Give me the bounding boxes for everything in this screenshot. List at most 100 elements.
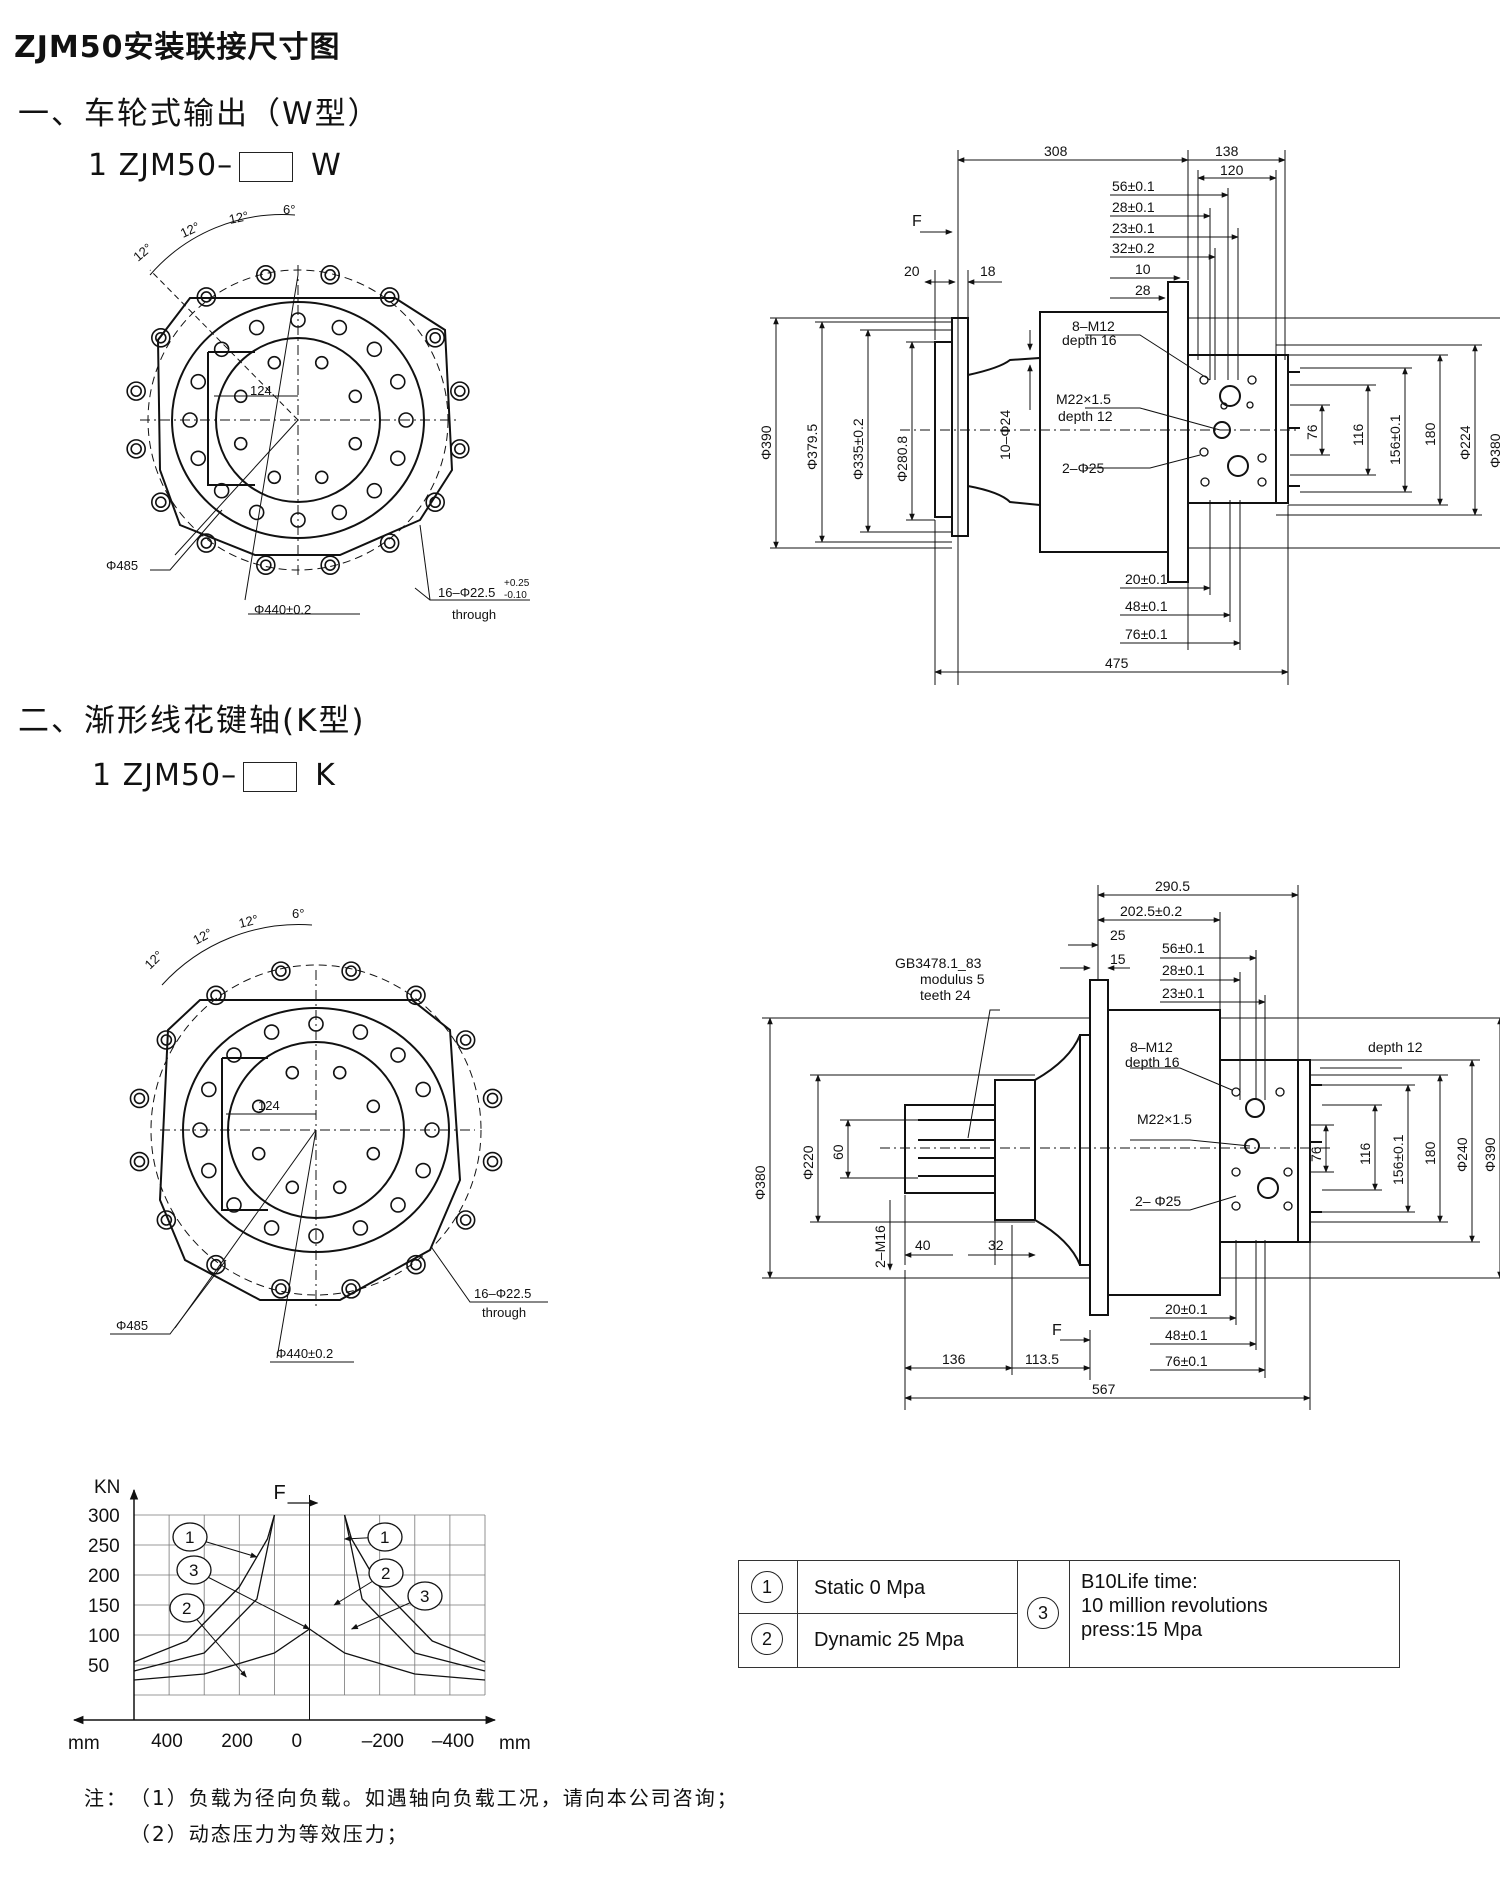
side-view-w bbox=[934, 281, 1300, 583]
dim-label: Φ390 bbox=[758, 425, 774, 460]
bolt-hole-inner bbox=[210, 1258, 222, 1271]
inner-bolt-hole bbox=[389, 373, 406, 390]
inner-bolt-hole bbox=[308, 1228, 324, 1244]
hub-bolt-hole bbox=[348, 436, 363, 451]
valve-block bbox=[1219, 1059, 1299, 1243]
front-view-k bbox=[150, 924, 482, 1359]
bolt-hole-inner bbox=[383, 291, 396, 303]
legend-text: press:15 Mpa bbox=[1081, 1619, 1203, 1641]
dim-label: 48±0.1 bbox=[1165, 1327, 1208, 1343]
inner-bolt-hole bbox=[352, 1220, 369, 1236]
force-label: F bbox=[1052, 1322, 1062, 1339]
angle-label: 12° bbox=[228, 208, 250, 227]
legend-text: B10Life time: bbox=[1081, 1571, 1198, 1593]
dim-label: 136 bbox=[942, 1351, 966, 1367]
bolt-hole bbox=[406, 985, 426, 1006]
inner-bolt-hole bbox=[415, 1162, 431, 1179]
inner-bolt-hole bbox=[424, 1122, 440, 1138]
bolt-hole-inner bbox=[383, 537, 396, 549]
dim-label: Φ390 bbox=[1482, 1137, 1498, 1172]
shaft-collar bbox=[994, 1079, 1036, 1221]
dim-label: 16–Φ22.5 bbox=[438, 585, 495, 600]
legend-num: 3 bbox=[1027, 1597, 1059, 1629]
dim-label: 138 bbox=[1215, 143, 1239, 159]
bolt-hole-inner bbox=[410, 989, 422, 1002]
bolt-hole bbox=[271, 961, 291, 981]
inner-bolt-hole bbox=[308, 1016, 324, 1032]
y-tick-label: 150 bbox=[88, 1596, 120, 1617]
dim-label: 76 bbox=[1304, 424, 1320, 440]
inner-bolt-hole bbox=[290, 512, 306, 528]
bolt-hole-inner bbox=[345, 1283, 357, 1295]
dim-label: 10–Φ24 bbox=[997, 410, 1013, 460]
dim-label: 113.5 bbox=[1025, 1351, 1059, 1367]
dim-label: 23±0.1 bbox=[1162, 985, 1205, 1001]
inner-bolt-hole bbox=[192, 1122, 208, 1138]
dim-label: 2–M16 bbox=[872, 1225, 888, 1268]
flange-outline bbox=[158, 999, 462, 1301]
callout-number: 3 bbox=[189, 1561, 198, 1580]
series-line-1 bbox=[343, 1514, 486, 1663]
hub-bolt-hole bbox=[314, 470, 329, 485]
bolt-hole bbox=[320, 265, 340, 285]
dim-label: 25 bbox=[1110, 927, 1126, 943]
bolt-hole bbox=[425, 327, 445, 348]
dim-label: 202.5±0.2 bbox=[1120, 903, 1182, 919]
dim-label: 76 bbox=[1308, 1146, 1324, 1162]
bolt-hole-inner bbox=[155, 331, 167, 344]
hub-bolt-hole bbox=[251, 1099, 266, 1114]
callout-label: depth 16 bbox=[1062, 332, 1117, 348]
page-title: ZJM50安装联接尺寸图 bbox=[14, 30, 341, 65]
bolt-hole bbox=[482, 1151, 503, 1172]
note-line: （1）负载为径向负载。如遇轴向负载工况，请向本公司咨询； bbox=[130, 1786, 739, 1810]
bolt-hole-inner bbox=[459, 1034, 472, 1046]
dim-tolerance: +0.25 bbox=[504, 578, 530, 589]
dim-label: Φ485 bbox=[106, 558, 138, 573]
valve-cover bbox=[1275, 354, 1289, 504]
dim-label: through bbox=[452, 607, 496, 622]
hub-bolt-hole bbox=[366, 1099, 381, 1114]
bolt-hole bbox=[455, 1210, 476, 1230]
callout-circle bbox=[407, 1581, 443, 1611]
gear-housing bbox=[1039, 311, 1169, 553]
front-view-w-arc bbox=[149, 214, 299, 421]
spline-shaft bbox=[904, 1104, 996, 1194]
hub-bolt-hole bbox=[366, 1146, 381, 1161]
bolt-hole bbox=[156, 1210, 177, 1230]
hub-bolt-hole bbox=[233, 436, 248, 451]
legend-num: 1 bbox=[751, 1571, 783, 1603]
mount-flange bbox=[1167, 281, 1189, 583]
dim-label: through bbox=[482, 1305, 526, 1320]
bolt-hole-inner bbox=[454, 385, 466, 397]
dim-label: 156±0.1 bbox=[1390, 1134, 1406, 1185]
bolt-hole-inner bbox=[275, 1283, 287, 1295]
notes-label: 注： bbox=[84, 1786, 128, 1810]
inner-bolt-hole bbox=[352, 1024, 369, 1040]
dim-label: 308 bbox=[1044, 143, 1068, 159]
model-blank-box bbox=[243, 761, 298, 792]
dim-label: Φ485 bbox=[116, 1318, 148, 1333]
dim-label: 10 bbox=[1135, 261, 1151, 277]
bolt-hole bbox=[450, 381, 470, 401]
x-axis-label: mm bbox=[68, 1733, 100, 1754]
dim-label: 28±0.1 bbox=[1162, 962, 1205, 978]
legend-text: 10 million revolutions bbox=[1081, 1595, 1268, 1617]
angle-label: 12° bbox=[237, 912, 260, 931]
callout-number: 2 bbox=[182, 1599, 191, 1618]
y-tick-label: 100 bbox=[88, 1626, 120, 1647]
bolt-hole bbox=[129, 1151, 150, 1172]
y-tick-label: 50 bbox=[88, 1656, 109, 1677]
callout-label: 8–M12 bbox=[1072, 318, 1115, 334]
dim-label: 76±0.1 bbox=[1165, 1353, 1208, 1369]
bolt-hole-inner bbox=[410, 1258, 422, 1271]
dim-label: 124 bbox=[250, 383, 272, 398]
inner-bolt-hole bbox=[182, 412, 198, 428]
bolt-hole-inner bbox=[200, 537, 213, 549]
bolt-hole-inner bbox=[260, 559, 272, 571]
bolt-hole bbox=[379, 287, 400, 307]
inner-bolt-hole bbox=[366, 482, 383, 499]
dim-label: Φ440±0.2 bbox=[254, 602, 311, 617]
front-view-w-holes bbox=[126, 265, 470, 575]
bolt-hole-inner bbox=[459, 1214, 472, 1226]
hub-bolt-hole bbox=[267, 355, 282, 370]
